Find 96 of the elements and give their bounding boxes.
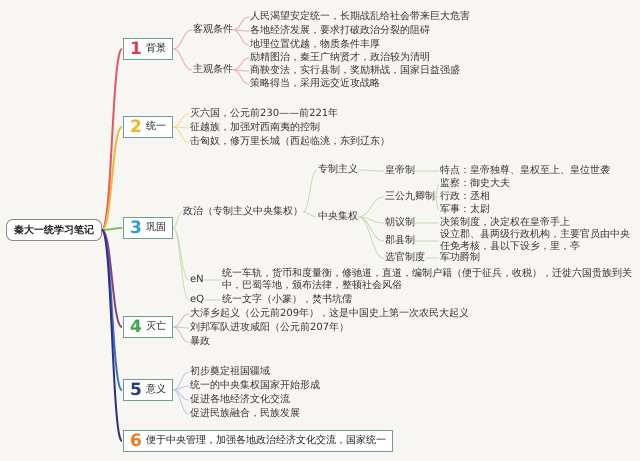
branch-connector [101, 229, 123, 391]
topic-text: 三公九卿制 [385, 191, 435, 203]
topic-text: 选官制度 [385, 252, 425, 264]
branch-connector [232, 16, 250, 30]
branch-connector [172, 48, 192, 70]
topic-text: 各地经济发展，要求打破政治分裂的阻碍 [250, 25, 430, 37]
branch-label: 背景 [146, 43, 166, 55]
branch-connector [358, 216, 384, 242]
branch-connector [358, 170, 384, 172]
branch-connector [434, 196, 440, 198]
branch-label: 灭亡 [146, 321, 166, 333]
root-topic-box: 秦大一统学习笔记 [6, 219, 102, 241]
branch-connector [101, 126, 123, 231]
topic-text: 灭六国，公元前230——前221年 [190, 108, 338, 120]
topic-text: 统一车轨，货币和度量衡，修驰道，直道，编制户籍（便于征兵，收税），迁徙六国贵族到关中，巴蜀等地，颁布法律，整顿社会风俗 [222, 268, 634, 292]
topic-text: 励精图治，秦王广纳贤才，政治较为清明 [250, 52, 430, 64]
topic-text: 击匈奴，修万里长城（西起临洮，东到辽东） [190, 136, 390, 148]
branch-connector [232, 58, 250, 70]
branch-connector [172, 126, 190, 128]
branch-topic-box [123, 217, 173, 239]
branch-number: 3 [130, 219, 142, 237]
branch-topic-box [123, 430, 393, 452]
topic-text: 政治（专制主义中央集权） [183, 206, 303, 218]
branch-label: 统一 [146, 121, 166, 133]
topic-text: 特点：皇帝独尊、皇权至上、皇位世袭 [440, 165, 610, 177]
branch-connector [302, 170, 318, 212]
branch-connector [101, 48, 123, 231]
branch-label: 意义 [146, 384, 166, 396]
topic-text: 统一文字（小篆），焚书坑儒 [222, 294, 352, 306]
topic-text: 行政：丞相 [440, 191, 490, 203]
branch-number: 4 [130, 318, 142, 336]
branch-connector [101, 230, 123, 442]
topic-text: 主观条件 [193, 64, 233, 76]
topic-text: 征越族，加强对西南夷的控制 [190, 122, 320, 134]
branch-label: 巩固 [146, 222, 166, 234]
topic-text: 军事：太尉 [440, 204, 490, 216]
branch-connector [414, 222, 440, 224]
topic-text: 决策制度，决定权在皇帝手上 [440, 217, 570, 229]
topic-text: 刘邦军队进攻咸阳（公元前207年） [190, 322, 350, 334]
branch-connector [358, 196, 384, 218]
topic-text: 策略得当，采用远交近攻战略 [250, 78, 380, 90]
branch-topic-box [123, 116, 173, 138]
branch-connector [101, 229, 123, 328]
branch-number: 5 [130, 381, 142, 399]
branch-connector [232, 30, 250, 32]
topic-text: 监察：御史大夫 [440, 178, 510, 190]
branch-connector [172, 126, 190, 142]
topic-text: 暴政 [190, 336, 210, 348]
branch-connector [172, 212, 182, 228]
branch-connector [232, 70, 250, 84]
topic-text: 促进各地经济文化交流 [190, 394, 290, 406]
topic-text: 促进民族融合，民族发展 [190, 408, 300, 420]
branch-connector [172, 228, 190, 280]
branch-number: 1 [130, 40, 142, 58]
branch-connector [414, 170, 440, 172]
branch-connector [172, 372, 190, 390]
branch-connector [172, 30, 192, 50]
topic-text: 商鞅变法，实行县制，奖励耕战，国家日益强盛 [250, 65, 460, 77]
topic-text: 大泽乡起义（公元前209年），这是中国史上第一次农民大起义 [190, 308, 470, 320]
branch-connector [172, 326, 190, 342]
topic-text: 初步奠定祖国疆域 [190, 366, 270, 378]
branch-connector [172, 326, 190, 328]
topic-text: 朝议制 [385, 217, 415, 229]
topic-text: eQ [190, 294, 204, 306]
topic-text: eN [190, 274, 204, 286]
branch-number: 6 [130, 432, 142, 450]
topic-text: 中央集权 [318, 211, 358, 223]
branch-connector [172, 228, 190, 300]
branch-connector [434, 184, 440, 198]
branch-connector [434, 196, 440, 210]
topic-text: 地理位置优越，物质条件丰厚 [250, 39, 380, 51]
branch-connector [172, 314, 190, 328]
topic-text: 军功爵制 [440, 252, 480, 264]
topic-text: 设立郡、县两级行政机构，主要官员由中央任免考核，县以下设乡，里，亭 [440, 229, 635, 253]
topic-text: 皇帝制 [385, 165, 415, 177]
topic-text: 统一的中央集权国家开始形成 [190, 380, 320, 392]
branch-topic-box [123, 316, 173, 338]
branch-connector [232, 70, 250, 72]
branch-connector [232, 30, 250, 46]
branch-connector [358, 216, 384, 258]
topic-text: 人民渴望安定统一，长期战乱给社会带来巨大危害 [250, 11, 470, 23]
branch-number: 2 [130, 118, 142, 136]
topic-text: 专制主义 [318, 164, 358, 176]
branch-connector [172, 114, 190, 128]
topic-text: 郡县制 [385, 235, 415, 247]
branch-connector [102, 227, 122, 231]
branch-topic-box [123, 38, 173, 60]
branch-connector [172, 390, 190, 400]
topic-text: 客观条件 [193, 24, 233, 36]
branch-connector [172, 390, 190, 414]
branch-connector [302, 212, 318, 218]
branch-connector [414, 240, 440, 242]
branch-connector [358, 216, 384, 224]
branch-label: 便于中央管理，加强各地政治经济文化交流，国家统一 [146, 435, 386, 447]
branch-connector [172, 386, 190, 390]
branch-topic-box [123, 379, 173, 401]
